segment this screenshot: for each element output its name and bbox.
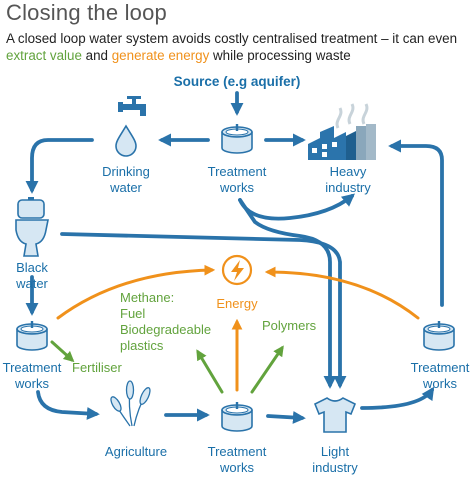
arrow-treatment-to-agriculture [36, 390, 100, 420]
treatment-top-label-1: Treatment [208, 164, 267, 179]
treatment-tank-icon [16, 320, 48, 351]
page-title: Closing the loop [6, 0, 167, 25]
treatment-left-label-2: works [14, 376, 49, 391]
arrow-to-methane [196, 349, 224, 394]
factory-icon [308, 103, 376, 160]
agriculture-label: Agriculture [105, 444, 167, 459]
treatment-top-label-2: works [219, 180, 254, 195]
treatment-tank-icon [221, 401, 253, 432]
polymers-label: Polymers [262, 318, 317, 333]
water-drop-icon [115, 124, 137, 157]
generate-energy-text: generate energy [111, 48, 210, 63]
treatment-bottom-label-2: works [219, 460, 254, 475]
fertiliser-label: Fertiliser [72, 360, 123, 375]
energy-label: Energy [216, 296, 258, 311]
drinking-water-label-1: Drinking [102, 164, 150, 179]
wheat-icon [110, 380, 151, 427]
arrow-to-polymers [250, 345, 284, 394]
black-water-label-1: Black [16, 260, 48, 275]
green-value-arrows [50, 340, 284, 394]
methane-label-1: Methane: [120, 290, 174, 305]
arrow-right-up [388, 139, 444, 307]
tshirt-icon [313, 397, 357, 433]
treatment-right-label-2: works [422, 376, 457, 391]
light-industry-label-1: Light [321, 444, 350, 459]
treatment-tank-icon [423, 320, 455, 351]
arrow-light-to-right-treatment [360, 386, 435, 410]
light-industry-label-2: industry [312, 460, 358, 475]
extract-value-text: extract value [6, 48, 82, 63]
drinking-water-label-2: water [109, 180, 142, 195]
arrow-treatment-to-light-industry-2 [266, 411, 306, 424]
heavy-industry-label-1: Heavy [330, 164, 367, 179]
arrow-treatment-to-light-industry [238, 198, 337, 389]
treatment-left-label-1: Treatment [3, 360, 62, 375]
arrow-treatment-to-heavy-industry-2 [238, 193, 356, 221]
lightning-icon [221, 254, 253, 286]
methane-label-2: Fuel [120, 306, 145, 321]
heavy-industry-label-2: industry [325, 180, 371, 195]
arrow-left-to-energy [56, 264, 216, 320]
subtitle-while: while processing waste [213, 48, 351, 63]
methane-label-4: plastics [120, 338, 164, 353]
arrow-right-to-energy [264, 266, 420, 320]
treatment-tank-icon [221, 123, 253, 154]
arrow-drinking-to-toilet [25, 138, 94, 194]
subtitle: A closed loop water system avoids costly… [6, 30, 468, 64]
treatment-bottom-label-1: Treatment [208, 444, 267, 459]
treatment-right-label-1: Treatment [411, 360, 470, 375]
arrow-to-fertiliser [50, 340, 75, 363]
black-water-label-2: water [15, 276, 48, 291]
tap-icon [118, 96, 146, 116]
subtitle-line1: A closed loop water system avoids costly… [6, 31, 458, 46]
methane-label-3: Biodegradeable [120, 322, 211, 337]
toilet-icon [15, 197, 49, 257]
subtitle-and: and [85, 48, 108, 63]
blue-flow-arrows [25, 91, 444, 424]
source-label: Source (e.g aquifer) [174, 74, 301, 89]
orange-energy-arrows [56, 264, 420, 392]
arrow-blackwater-to-light-industry [60, 232, 347, 389]
